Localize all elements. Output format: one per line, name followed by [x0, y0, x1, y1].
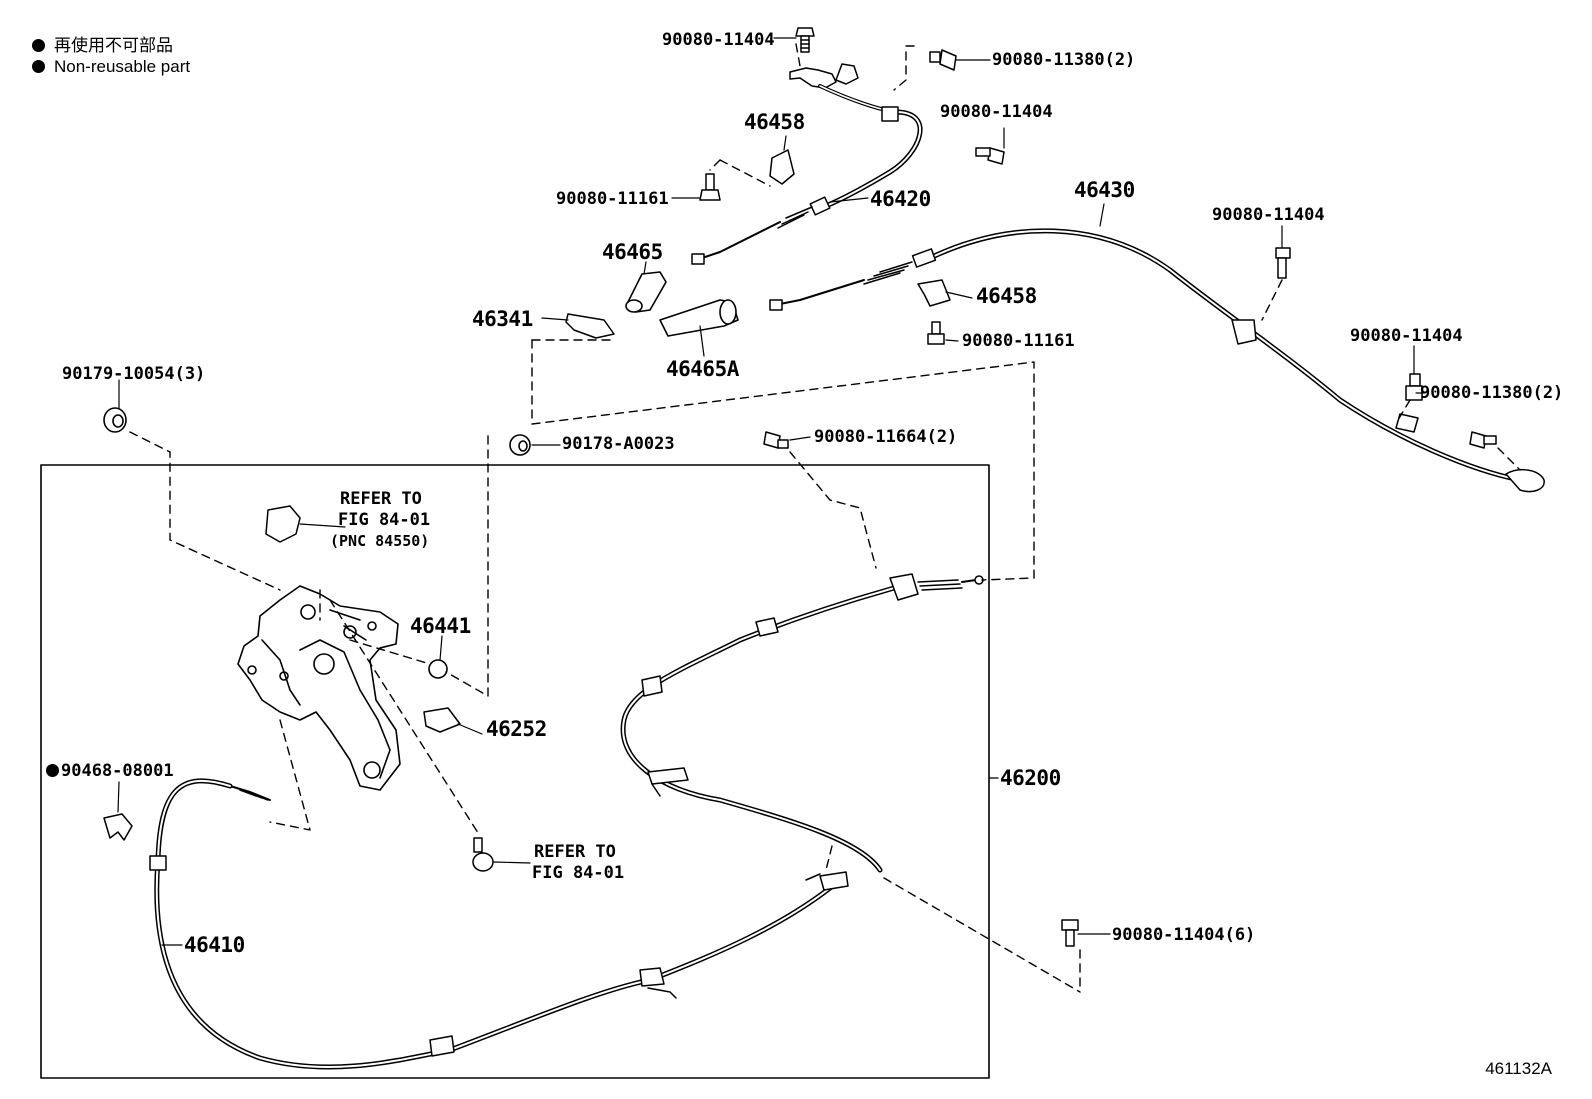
- label-90080-11380-2-top: 90080-11380(2): [992, 50, 1136, 70]
- dashed-lines: [129, 43, 1521, 993]
- label-90179-10054-3: 90179-10054(3): [62, 364, 206, 384]
- cable-46200-rear: [620, 573, 984, 873]
- label-46458-mid: 46458: [976, 284, 1037, 308]
- clip-46458-mid: [917, 279, 951, 307]
- bolt-90080-11404-mid: [975, 147, 1005, 165]
- cable-46410: [149, 778, 849, 1070]
- refer-note-1-line1: REFER TO: [340, 489, 422, 509]
- clip-90468-08001: [103, 813, 133, 841]
- label-90080-11161-left: 90080-11161: [556, 189, 669, 209]
- bolt-90080-11404-6: [1061, 919, 1079, 947]
- assembly-46200-frame: [40, 464, 990, 1079]
- switch-refer-part: [265, 505, 301, 543]
- bolt-90080-11404-right2: [1405, 373, 1423, 401]
- leader-lines: [117, 37, 1425, 946]
- label-46458-top: 46458: [744, 110, 805, 134]
- non-reusable-dot-icon: [32, 60, 45, 73]
- nut-90179-10054: [103, 407, 127, 433]
- plate-46341: [565, 313, 615, 339]
- bolt-90080-11404-right1: [1275, 247, 1291, 279]
- legend-line-japanese: 再使用不可部品: [32, 31, 173, 56]
- label-90080-11404-mid: 90080-11404: [940, 102, 1053, 122]
- label-46341: 46341: [472, 307, 533, 331]
- label-90178-A0023: 90178-A0023: [562, 434, 675, 454]
- refer-note-1-line2: FIG 84-01: [338, 510, 431, 530]
- bolt-90080-11404-top: [795, 27, 815, 53]
- label-90080-11404-6: 90080-11404(6): [1112, 925, 1256, 945]
- label-46465: 46465: [602, 240, 663, 264]
- boot-46465A: [659, 299, 739, 337]
- cable-46430: [769, 228, 1545, 493]
- bolt-90080-11380-right: [1469, 431, 1497, 449]
- label-90080-11404-right1: 90080-11404: [1212, 205, 1325, 225]
- bolt-90080-11161-left: [699, 173, 721, 201]
- bracket-46458-top: [769, 149, 795, 185]
- label-46252: 46252: [486, 717, 547, 741]
- refer-note-2-line1: REFER TO: [534, 842, 616, 862]
- label-46200: 46200: [1000, 766, 1061, 790]
- label-90080-11404-right2: 90080-11404: [1350, 326, 1463, 346]
- clip-46252: [423, 707, 461, 733]
- refer-note-2-line2: FIG 84-01: [532, 863, 625, 883]
- parking-brake-lever: [237, 585, 401, 791]
- non-reusable-dot-icon: [32, 39, 45, 52]
- label-46465A: 46465A: [666, 357, 739, 381]
- grommet-46465: [625, 271, 667, 313]
- non-reusable-dot-icon: [46, 764, 59, 777]
- label-90080-11664-2: 90080-11664(2): [814, 427, 958, 447]
- bolt-90080-11161-mid: [927, 321, 945, 345]
- label-90080-11161-mid: 90080-11161: [962, 331, 1075, 351]
- refer-note-2: REFER TO FIG 84-01: [532, 842, 624, 884]
- label-90080-11404-top: 90080-11404: [662, 30, 775, 50]
- label-46420: 46420: [870, 187, 931, 211]
- label-46410: 46410: [184, 933, 245, 957]
- cable-46420: [691, 63, 923, 265]
- nut-90178-A0023: [509, 434, 531, 456]
- nut-46441: [428, 659, 448, 679]
- bolt-90080-11380-top: [929, 49, 957, 71]
- refer-note-1-line3: (PNC 84550): [330, 532, 430, 550]
- illustration-code: 461132A: [1485, 1059, 1552, 1078]
- label-46441: 46441: [410, 614, 471, 638]
- bolt-90080-11664: [763, 431, 789, 449]
- refer-note-1: REFER TO FIG 84-01 (PNC 84550): [330, 489, 431, 552]
- label-90468-08001: 90468-08001: [46, 761, 174, 781]
- label-46430: 46430: [1074, 178, 1135, 202]
- bolt-refer2: [472, 837, 494, 872]
- label-90080-11380-2-right: 90080-11380(2): [1420, 383, 1564, 403]
- legend-line-english: Non-reusable part: [32, 57, 190, 77]
